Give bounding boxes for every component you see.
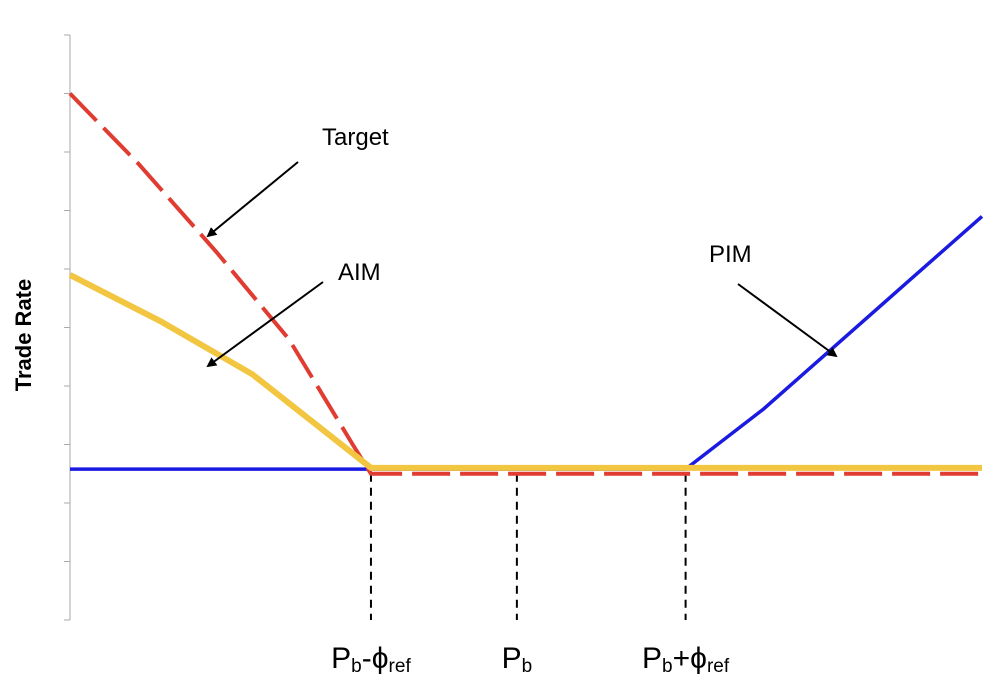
x-tick-labels: Pb-ϕref Pb Pb+ϕref xyxy=(331,642,730,677)
annotation-target-label: Target xyxy=(322,124,389,151)
annotation-pim: PIM xyxy=(709,241,838,358)
x-tick-label: Pb-ϕref xyxy=(331,642,411,677)
x-guide-lines xyxy=(369,473,687,620)
annotation-aim-arrow xyxy=(206,281,324,368)
annotation-pim-arrow xyxy=(737,283,838,358)
y-axis-label: Trade Rate xyxy=(11,279,36,392)
y-axis-ticks xyxy=(64,34,70,621)
annotation-aim-label: AIM xyxy=(338,259,381,286)
x-tick-label: Pb+ϕref xyxy=(642,642,730,677)
annotation-target: Target xyxy=(206,124,389,238)
series-layer xyxy=(68,92,984,476)
annotation-aim: AIM xyxy=(206,259,381,368)
series-target-line xyxy=(68,92,982,476)
annotation-pim-label: PIM xyxy=(709,241,752,268)
series-pim-line xyxy=(70,215,984,471)
series-aim-line xyxy=(68,272,982,471)
x-tick-label: Pb xyxy=(502,642,533,677)
annotation-target-arrow xyxy=(206,161,299,238)
